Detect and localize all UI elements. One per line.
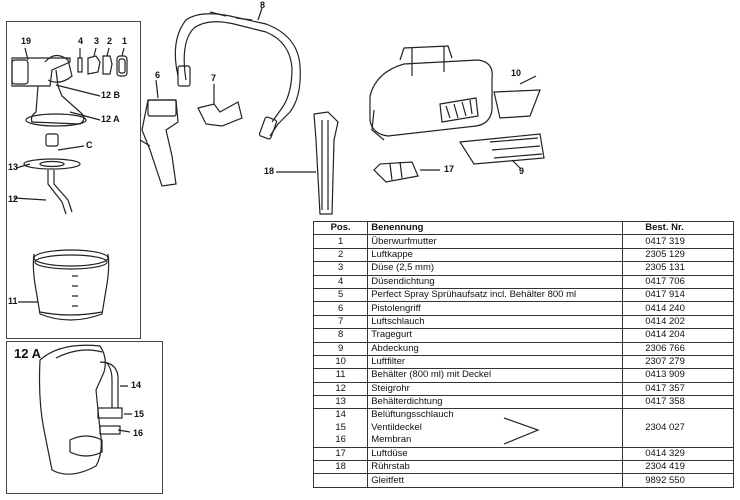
callout-12a: 12 A: [101, 114, 120, 124]
callout-7: 7: [211, 73, 217, 83]
callout-4: 4: [78, 36, 84, 46]
callout-d15: 15: [134, 409, 145, 419]
table-header-row: Pos. Benennung Best. Nr.: [312, 220, 734, 236]
callout-c: C: [86, 140, 93, 150]
pistol-grip-drawing: [139, 79, 179, 187]
cover-drawing: [458, 133, 545, 169]
merged-name: Ventildeckel: [371, 421, 422, 433]
callout-12: 12: [8, 194, 19, 204]
callout-8: 8: [260, 0, 266, 10]
motor-unit-drawing: [369, 45, 537, 141]
detail-12a-drawing: [38, 344, 132, 475]
callout-9: 9: [519, 166, 525, 176]
header-nr: Best. Nr.: [622, 220, 734, 236]
callout-d14: 14: [131, 380, 142, 390]
callout-12b: 12 B: [101, 90, 121, 100]
callout-13: 13: [8, 162, 19, 172]
callout-18: 18: [264, 166, 275, 176]
header-pos: Pos.: [312, 220, 369, 236]
stir-stick-drawing: [276, 111, 339, 215]
merged-name: Membran: [371, 434, 412, 446]
merged-pos: 16: [335, 434, 346, 446]
callout-19: 19: [21, 36, 32, 46]
callout-10: 10: [511, 68, 522, 78]
strap-drawing: [174, 7, 301, 140]
container-drawing: [18, 249, 110, 321]
air-hose-drawing: [197, 84, 243, 127]
callout-2: 2: [107, 36, 113, 46]
air-nozzle-drawing: [373, 161, 440, 183]
callout-1: 1: [122, 36, 128, 46]
callout-11: 11: [8, 296, 18, 306]
detail-title: 12 A: [14, 346, 41, 361]
merged-nr: 2304 027: [622, 408, 734, 448]
air-filter-drawing: [493, 89, 541, 119]
header-name: Benennung: [367, 220, 624, 236]
merged-name: Belüftungsschlauch: [371, 409, 454, 421]
callout-17: 17: [444, 164, 455, 174]
table-row-merged: 14 15 16 Belüftungsschlauch Ventildeckel…: [312, 408, 734, 448]
callout-6: 6: [155, 70, 161, 80]
callout-d16: 16: [133, 428, 144, 438]
detail-12a-panel: [6, 341, 163, 494]
callout-3: 3: [94, 36, 100, 46]
spray-head-drawing: [11, 47, 128, 215]
merged-pos: 15: [335, 421, 346, 433]
merged-pos: 14: [335, 409, 346, 421]
